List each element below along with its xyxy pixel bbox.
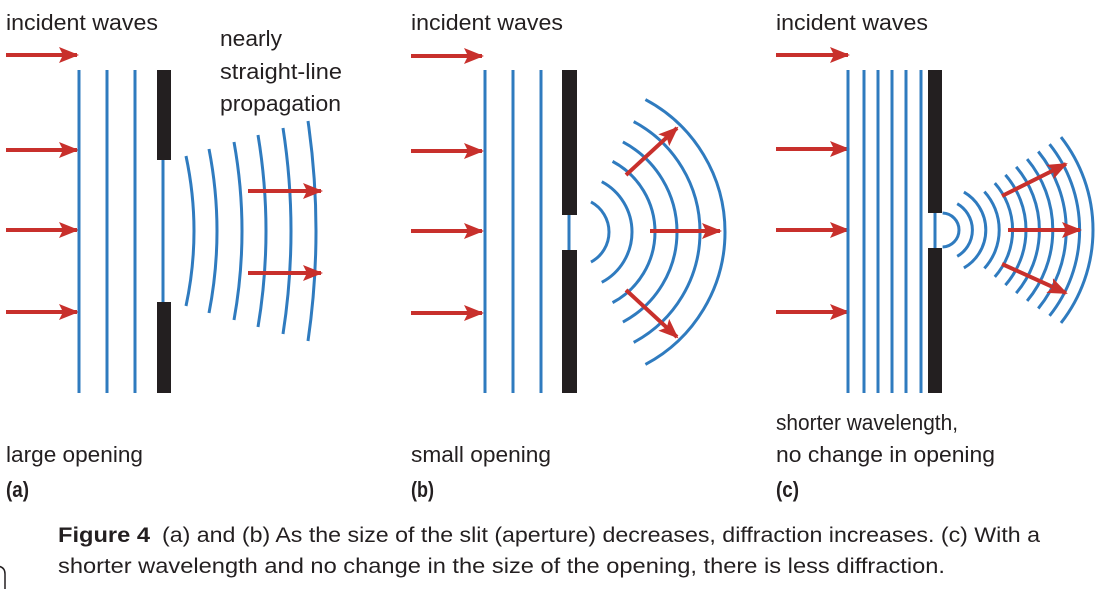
red-arrow xyxy=(1001,162,1068,198)
red-arrow xyxy=(624,288,679,339)
panel-b-incident-label: incident waves xyxy=(411,10,563,35)
panel-c-incident-label: incident waves xyxy=(776,10,928,35)
diffracted-wavefront xyxy=(1059,136,1095,324)
caption-line-2: shorter wavelength and no change in the … xyxy=(58,555,945,578)
panel-b-tag: (b) xyxy=(411,477,434,502)
barrier xyxy=(928,248,942,393)
diffracted-wavefront xyxy=(601,180,634,284)
red-arrow xyxy=(1001,262,1068,295)
diffracted-wavefront xyxy=(963,190,988,270)
panel-a-note-line2: straight-line xyxy=(220,59,342,84)
diffracted-wavefront xyxy=(611,160,657,304)
diffracted-wavefront xyxy=(590,200,611,264)
diffracted-wavefront xyxy=(956,202,974,258)
diffracted-wavefront xyxy=(942,211,961,249)
diffracted-wavefront xyxy=(281,127,293,335)
barrier xyxy=(157,302,171,393)
diffracted-wavefront xyxy=(232,141,244,321)
wave-artwork xyxy=(6,47,1095,393)
panel-a-note-line1: nearly xyxy=(220,26,282,51)
diffracted-wavefront xyxy=(644,98,727,366)
panel-a-tag: (a) xyxy=(6,477,29,502)
caption-figure-label: Figure 4 xyxy=(58,524,150,547)
barrier xyxy=(928,70,942,213)
panel-a-opening-label: large opening xyxy=(6,442,143,467)
panel-a-note-line3: propagation xyxy=(220,91,341,116)
panel-c-tag: (c) xyxy=(776,477,799,502)
barrier xyxy=(562,70,577,215)
diffracted-wavefront xyxy=(207,148,219,314)
panel-b-opening-label: small opening xyxy=(411,442,551,467)
panel-a-incident-label: incident waves xyxy=(6,10,158,35)
barrier xyxy=(157,70,171,160)
red-arrow xyxy=(624,126,679,177)
panel-c-wavelength-label: shorter wavelength, xyxy=(776,410,958,435)
diffracted-wavefront xyxy=(306,120,318,342)
diffracted-wavefront xyxy=(983,190,1001,270)
panel-c-opening-label: no change in opening xyxy=(776,442,995,467)
diffracted-wavefront xyxy=(256,134,268,328)
page-edge-decoration xyxy=(0,565,6,589)
barrier xyxy=(562,250,577,393)
caption-line-1: (a) and (b) As the size of the slit (ape… xyxy=(162,524,1040,547)
diffracted-wavefront xyxy=(184,155,196,307)
